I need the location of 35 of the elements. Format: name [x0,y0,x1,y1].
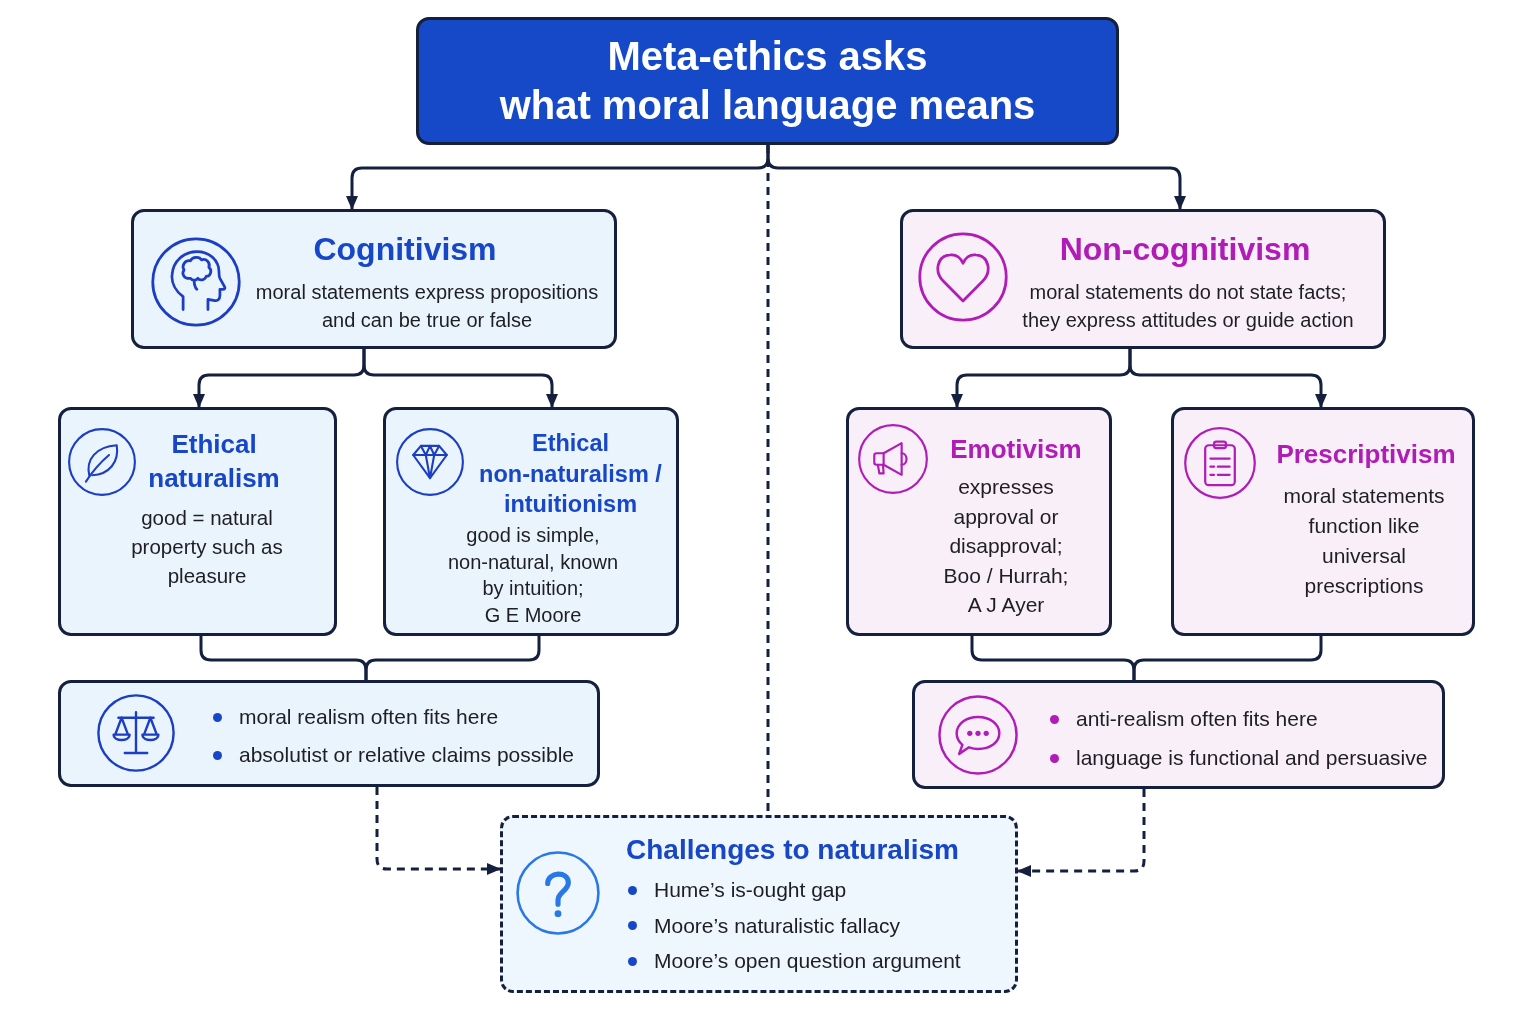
category-card [900,209,1386,349]
bullet-item: Moore’s naturalistic fallacy [623,907,900,943]
card-title: Non-cognitivism [1059,230,1311,268]
summary-card [912,680,1445,789]
card-description: moral statements do not state facts; they express attitudes or guide action [1022,280,1354,333]
bullet-item: moral realism often fits here [208,698,499,736]
card-description: good is simple, non-natural, known by intuition; G E Moore [447,523,619,629]
theory-card [1171,407,1475,636]
theory-card [383,407,679,636]
card-title: Challenges to naturalism [626,833,959,867]
bullet-item: language is functional and persuasive [1045,738,1428,777]
card-title: Ethical non-naturalism / intuitionism [479,429,662,519]
bullet-item: absolutist or relative claims possible [208,736,574,774]
theory-card [58,407,337,636]
bullet-item: anti-realism often fits here [1045,699,1318,738]
card-title: Prescriptivism [1276,438,1456,470]
category-card [131,209,617,349]
theory-card [846,407,1112,636]
bullet-item: Hume’s is-ought gap [623,872,847,908]
challenges-card [500,815,1018,993]
card-description: good = natural property such as pleasure [131,505,283,589]
dashed-arrow [375,787,501,875]
card-description: expresses approval or disapproval; Boo / Hurrah; A J Ayer [943,474,1069,618]
arrow [1128,349,1327,408]
heading-box [416,17,1119,145]
card-title: Ethical naturalism [148,428,280,495]
card-description: moral statements function like universal prescriptions [1283,483,1445,599]
heading-text: Meta-ethics asks what moral language means [499,33,1036,129]
card-title: Cognitivism [313,230,497,268]
card-title: Emotivism [950,433,1082,465]
bullet-item: Moore’s open question argument [623,943,961,979]
arrow [362,349,558,408]
summary-card [58,680,600,787]
dashed-arrow [1017,789,1146,877]
card-description: moral statements express propositions and can be true or false [255,280,599,333]
